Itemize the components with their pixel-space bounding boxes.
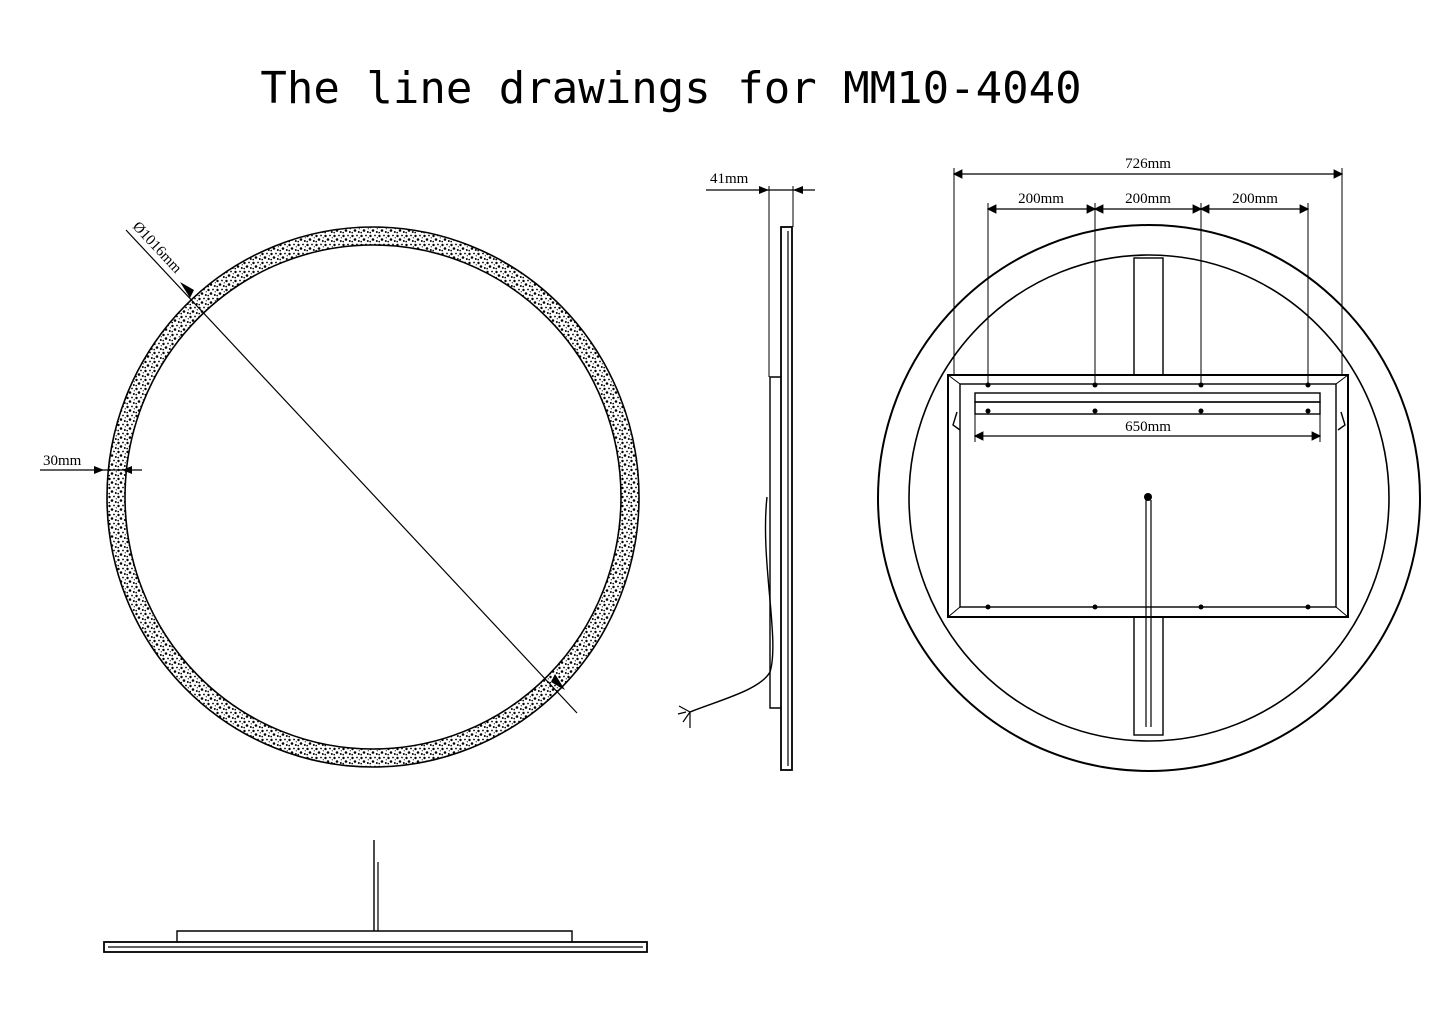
depth-dimension: 41mm xyxy=(706,171,815,377)
back-view: 726mm 200mm 200mm 200mm 650mm xyxy=(877,156,1421,772)
mounting-frame-inner xyxy=(959,383,1337,608)
mirror-frame-ring xyxy=(107,227,639,767)
top-bracket xyxy=(1133,257,1164,376)
diameter-label: Ø1016mm xyxy=(129,219,185,277)
spacing-label-1: 200mm xyxy=(1018,191,1064,207)
page-title: The line drawings for MM10-4040 xyxy=(260,63,1081,114)
mirror-panel-side xyxy=(780,226,793,771)
spacing-label-3: 200mm xyxy=(1232,191,1278,207)
front-view: Ø1016mm 30mm xyxy=(40,219,640,768)
screw-points xyxy=(985,382,1311,610)
inner-width-dimension: 650mm xyxy=(973,414,1322,442)
hanging-rail-upper xyxy=(974,392,1321,403)
frame-width-dimension: 30mm xyxy=(40,453,142,474)
overall-width-label: 726mm xyxy=(1125,156,1171,172)
hook-right xyxy=(1337,411,1346,431)
power-cable xyxy=(689,496,774,713)
back-outer-circle xyxy=(877,224,1421,772)
back-inner-circle xyxy=(908,254,1390,742)
frame-width-label: 30mm xyxy=(43,453,82,469)
hook-left xyxy=(952,411,961,431)
mirror-frame-outer-edge xyxy=(106,226,640,768)
mirror-panel-top xyxy=(103,941,648,953)
bottom-bracket xyxy=(1133,616,1164,736)
inner-width-label: 650mm xyxy=(1125,419,1171,435)
spacing-dimension: 200mm 200mm 200mm xyxy=(986,191,1310,385)
spacing-label-2: 200mm xyxy=(1125,191,1171,207)
depth-label: 41mm xyxy=(710,171,749,187)
hanging-rail-lower xyxy=(974,401,1321,415)
side-view: 41mm xyxy=(677,171,815,771)
top-view xyxy=(103,840,648,953)
mirror-frame-inner-edge xyxy=(124,244,622,750)
diameter-dimension: Ø1016mm xyxy=(125,219,578,714)
overall-width-dimension: 726mm xyxy=(952,156,1344,375)
center-cable xyxy=(1144,493,1152,727)
